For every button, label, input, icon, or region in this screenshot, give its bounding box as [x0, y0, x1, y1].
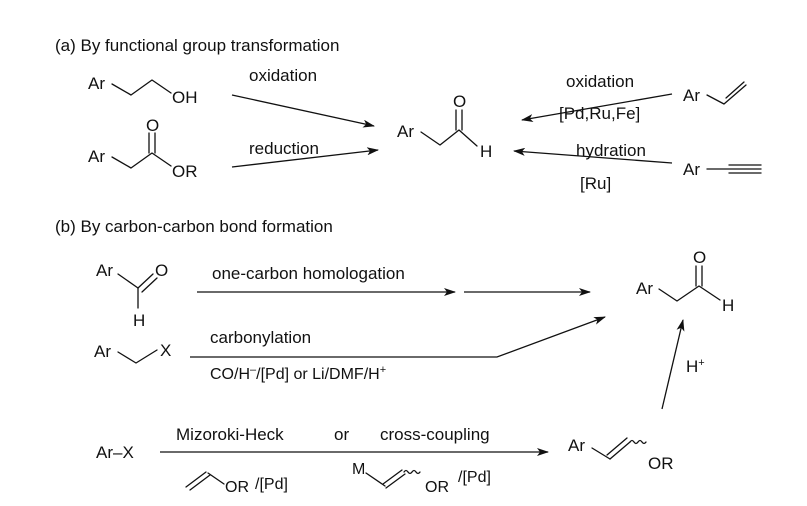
alkyne-structure: Ar [683, 160, 762, 179]
ester-o-label: O [146, 116, 159, 135]
alcohol-structure: Ar OH [88, 74, 198, 107]
heck-or-label: or [334, 425, 349, 444]
enol-ether-or-label: OR [648, 454, 674, 473]
reduction-label: reduction [249, 139, 319, 158]
oxidation-right-catalyst: [Pd,Ru,Fe] [559, 104, 640, 123]
product-b-h-label: H [722, 296, 734, 315]
aldehyde-h-label: H [133, 311, 145, 330]
benzyl-halide-structure: Ar X [94, 341, 171, 364]
oxidation-right-label: oxidation [566, 72, 634, 91]
metal-vinyl-wavy-bond [403, 469, 421, 475]
product-b-chain-bond [658, 285, 721, 302]
hydration-label: hydration [576, 141, 646, 160]
aryl-aldehyde-structure: Ar O H [96, 261, 168, 330]
enol-ether-double-2 [606, 437, 628, 456]
metal-vinyl-or-label: OR [425, 479, 449, 496]
aldehyde-co-bond-2 [141, 277, 158, 293]
hydrolysis-label: H+ [686, 357, 705, 376]
product-a-o-label: O [453, 92, 466, 111]
enol-ether-ar-bond [591, 447, 611, 460]
enol-ether-structure: Ar OR [568, 436, 674, 473]
aldehyde-ar-label: Ar [96, 261, 113, 280]
heck-label: Mizoroki-Heck [176, 425, 284, 444]
vinyl-ether-double-bond-2 [189, 474, 211, 491]
oxidation-left-label: oxidation [249, 66, 317, 85]
oxidation-right-arrow-line [521, 93, 673, 123]
alkene-bond [706, 84, 747, 105]
ester-chain-bond [111, 152, 172, 169]
carbonylation-arrow: carbonylation CO/H–/[Pd] or Li/DMF/H+ [190, 316, 606, 383]
product-a-structure: Ar O H [397, 92, 492, 161]
carbonylation-conditions: CO/H–/[Pd] or Li/DMF/H+ [210, 364, 386, 383]
vinyl-ether-catalyst: /[Pd] [255, 476, 288, 493]
hydrolysis-arrow-line [661, 319, 685, 410]
aldehyde-co-bond-1 [137, 273, 154, 289]
product-a-chain-bond [420, 129, 478, 147]
section-b-heading: (b) By carbon-carbon bond formation [55, 217, 333, 236]
alcohol-chain-bond [111, 79, 172, 96]
enol-ether-ar-label: Ar [568, 436, 585, 455]
enol-ether-wavy-bond [629, 439, 647, 445]
homologation-arrow: one-carbon homologation [197, 264, 591, 296]
aryl-halide-label: Ar–X [96, 443, 134, 462]
alkyne-ar-label: Ar [683, 160, 700, 179]
aldehyde-o-label: O [155, 261, 168, 280]
hydrolysis-arrow: H+ [661, 319, 705, 410]
product-b-ar-label: Ar [636, 279, 653, 298]
product-b-structure: Ar O H [636, 248, 734, 315]
vinyl-ether-double-bond-1 [185, 471, 207, 488]
alkene-structure: Ar [683, 81, 747, 105]
ester-structure: Ar O OR [88, 116, 198, 181]
hydration-catalyst: [Ru] [580, 174, 611, 193]
cross-coupling-label: cross-coupling [380, 425, 490, 444]
alcohol-oh-label: OH [172, 88, 198, 107]
reduction-arrow: reduction [231, 139, 379, 168]
halide-chain-bond [117, 349, 158, 364]
product-a-h-label: H [480, 142, 492, 161]
section-a-heading: (a) By functional group transformation [55, 36, 339, 55]
product-a-ar-label: Ar [397, 122, 414, 141]
carbonylation-arrow-line [190, 316, 606, 358]
vinyl-ether-or-label: OR [225, 479, 249, 496]
vinyl-ether-bond [207, 472, 225, 485]
halide-x-label: X [160, 341, 171, 360]
oxidation-arrow-left: oxidation [231, 66, 375, 128]
metal-vinyl-double-1 [382, 469, 403, 485]
alcohol-ar-label: Ar [88, 74, 105, 93]
ester-or-label: OR [172, 162, 198, 181]
homologation-label: one-carbon homologation [212, 264, 405, 283]
metal-vinyl-catalyst: /[Pd] [458, 469, 491, 486]
enol-ether-double-1 [609, 441, 631, 460]
metal-vinyl-double-2 [385, 473, 406, 489]
aldehyde-c-bond [117, 273, 139, 289]
heck-coupling-arrow: Mizoroki-Heck or cross-coupling OR /[Pd]… [160, 425, 549, 496]
oxidation-arrow-right: oxidation [Pd,Ru,Fe] [521, 72, 673, 123]
metal-m-label: M [352, 461, 365, 478]
reduction-arrow-line [231, 147, 379, 168]
ester-ar-label: Ar [88, 147, 105, 166]
alkene-double-bond [725, 81, 745, 99]
product-b-o-label: O [693, 248, 706, 267]
carbonylation-label: carbonylation [210, 328, 311, 347]
halide-ar-label: Ar [94, 342, 111, 361]
hydration-arrow-line [513, 147, 673, 164]
alkene-ar-label: Ar [683, 86, 700, 105]
oxidation-arrow-line [231, 94, 375, 128]
metal-vinyl-bond [365, 472, 386, 487]
hydration-arrow: hydration [Ru] [513, 141, 673, 193]
